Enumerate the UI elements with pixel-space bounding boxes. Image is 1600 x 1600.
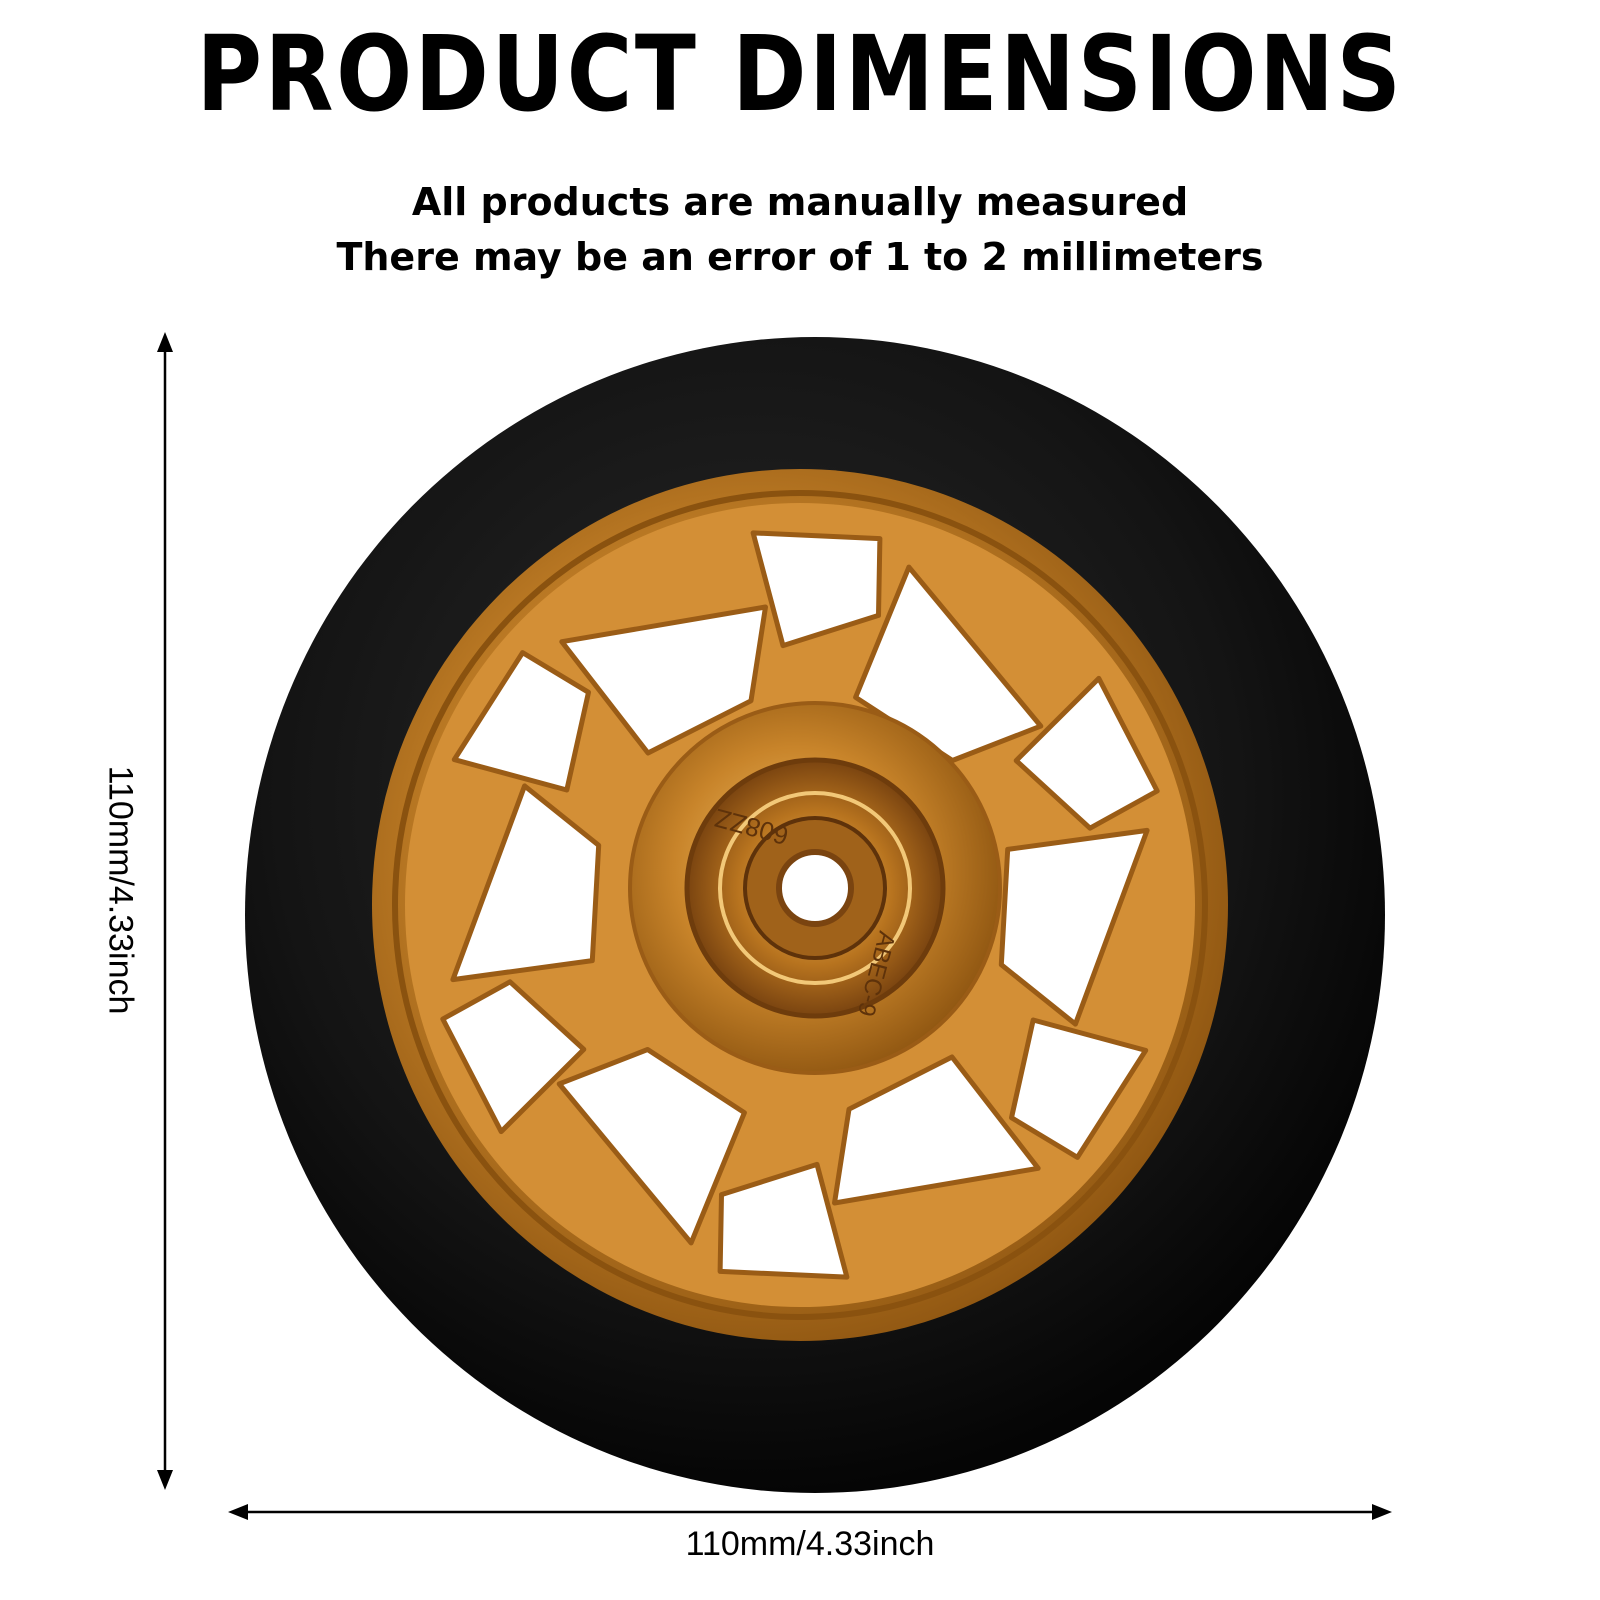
page-title: PRODUCT DIMENSIONS: [196, 13, 1404, 135]
rim-cutout-7: [556, 1047, 747, 1246]
rim-cutouts: [440, 530, 1160, 1280]
measurement-note: All products are manually measured: [411, 180, 1189, 224]
width-dimension-label: 110mm/4.33inch: [685, 1525, 935, 1563]
rim-cutout-10: [451, 650, 591, 793]
rim-cutout-8: [440, 979, 587, 1135]
rim-cutout-11: [559, 604, 768, 756]
rim-cutout-5: [832, 1054, 1041, 1206]
rim-cutout-6: [717, 1161, 850, 1280]
rim-cutout-4: [1009, 1017, 1149, 1160]
rim-cutout-12: [750, 530, 883, 649]
width-dimension-arrow: [228, 1504, 1392, 1520]
axle-hole: [776, 849, 854, 927]
rim-ring-groove: [392, 490, 1208, 1320]
height-dimension-label: 110mm/4.33inch: [101, 765, 140, 1015]
rim-cutout-9: [450, 783, 602, 983]
rim-cutout-3: [998, 827, 1150, 1027]
rim-cutout-2: [1013, 675, 1160, 831]
error-note: There may be an error of 1 to 2 millimet…: [336, 235, 1264, 279]
height-dimension-arrow: [157, 332, 173, 1490]
scooter-wheel: 608ZZ ABEC-9: [245, 337, 1385, 1493]
